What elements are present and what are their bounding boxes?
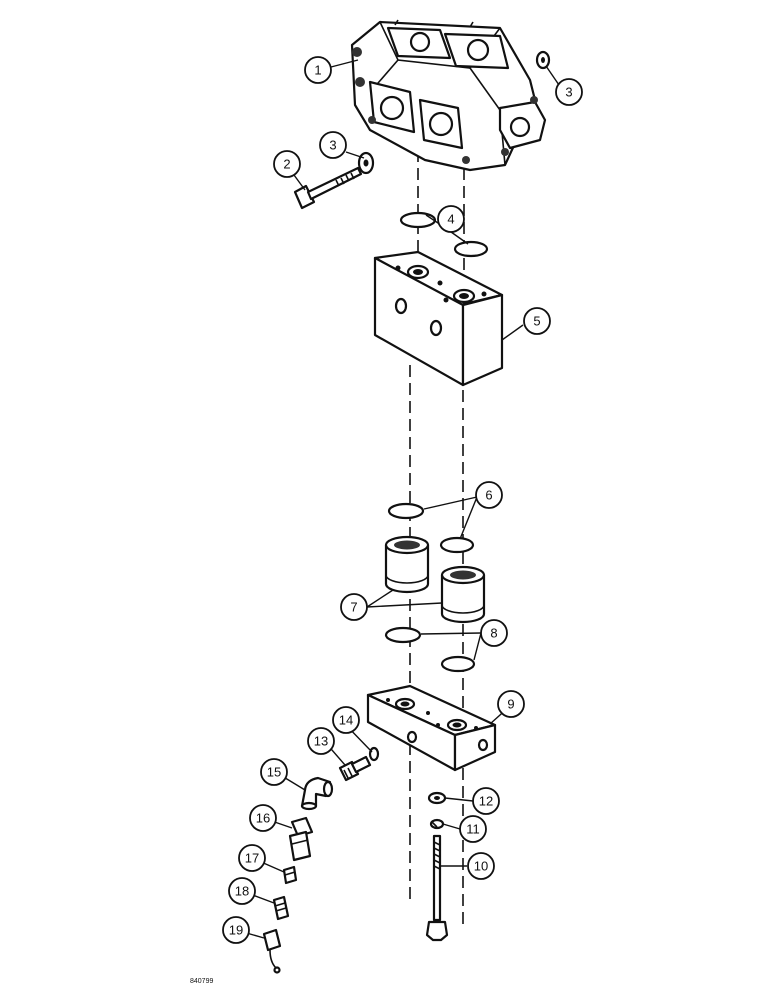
callout-12: 12 (472, 787, 500, 815)
callout-11: 11 (459, 815, 487, 843)
svg-text:15: 15 (267, 765, 281, 780)
washer-14 (368, 746, 380, 762)
o-ring-4-right (453, 240, 489, 258)
callout-2: 2 (273, 150, 301, 178)
o-ring-8-left (384, 626, 422, 644)
o-ring-6-left (387, 502, 425, 520)
callout-8: 8 (480, 619, 508, 647)
svg-text:13: 13 (314, 734, 328, 749)
callout-18: 18 (228, 877, 256, 905)
nipple-17 (282, 865, 298, 885)
svg-text:3: 3 (565, 85, 572, 100)
sleeve-7-right (440, 565, 486, 624)
svg-text:16: 16 (256, 811, 270, 826)
svg-text:11: 11 (466, 822, 480, 837)
svg-text:2: 2 (283, 157, 290, 172)
svg-text:7: 7 (350, 600, 357, 615)
callout-10: 10 (467, 852, 495, 880)
dust-cap-19 (262, 928, 282, 974)
svg-text:14: 14 (339, 713, 353, 728)
callout-7: 7 (340, 593, 368, 621)
svg-text:4: 4 (447, 212, 454, 227)
tandem-pump (350, 19, 547, 172)
adapter-16 (288, 816, 314, 862)
manifold-block-5 (373, 250, 504, 387)
washer-12 (427, 791, 447, 805)
callout-15: 15 (260, 758, 288, 786)
callout-4: 4 (437, 205, 465, 233)
lock-washer-11 (429, 818, 445, 830)
bolt-2 (293, 166, 363, 210)
sleeve-7-left (384, 535, 430, 594)
callout-3-right: 3 (555, 78, 583, 106)
washer-3-left (357, 151, 375, 175)
svg-text:6: 6 (485, 488, 492, 503)
callout-1: 1 (304, 56, 332, 84)
svg-text:17: 17 (245, 851, 259, 866)
svg-text:19: 19 (229, 923, 243, 938)
svg-text:3: 3 (329, 138, 336, 153)
fitting-13 (338, 755, 372, 782)
reference-code: 840799 (190, 978, 213, 985)
callout-3-left: 3 (319, 131, 347, 159)
svg-text:8: 8 (490, 626, 497, 641)
callout-5: 5 (523, 307, 551, 335)
callout-19: 19 (222, 916, 250, 944)
svg-text:9: 9 (507, 697, 514, 712)
svg-text:1: 1 (314, 63, 321, 78)
svg-text:10: 10 (474, 859, 488, 874)
o-ring-8-right (440, 655, 476, 673)
manifold-block-9 (366, 684, 497, 772)
svg-text:12: 12 (479, 794, 493, 809)
callout-6: 6 (475, 481, 503, 509)
o-ring-6-right (439, 536, 475, 554)
callout-16: 16 (249, 804, 277, 832)
callout-14: 14 (332, 706, 360, 734)
bolt-10 (425, 834, 449, 942)
callout-17: 17 (238, 844, 266, 872)
coupler-18 (272, 895, 290, 921)
leader-lines (235, 59, 560, 939)
elbow-15 (300, 776, 334, 811)
svg-text:18: 18 (235, 884, 249, 899)
callout-13: 13 (307, 727, 335, 755)
svg-text:5: 5 (533, 314, 540, 329)
callout-9: 9 (497, 690, 525, 718)
washer-3-right (535, 50, 551, 70)
o-ring-4-left (399, 211, 437, 229)
